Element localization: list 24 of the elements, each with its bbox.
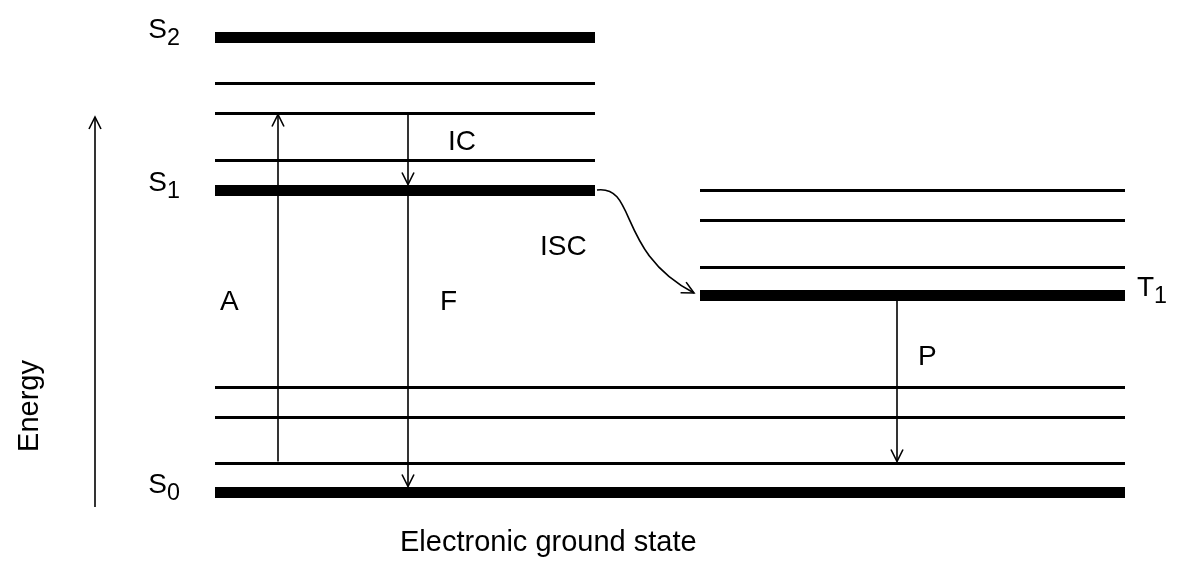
transition-arrow xyxy=(271,113,285,463)
energy-level-bar xyxy=(215,486,1125,498)
energy-level-bar xyxy=(700,289,1125,301)
vibrational-level-line xyxy=(215,461,1125,465)
transition-arrow xyxy=(890,299,904,463)
vibrational-level-line xyxy=(700,218,1125,222)
transition-arrow xyxy=(401,194,415,488)
vibrational-level-line xyxy=(215,111,595,115)
vibrational-level-line xyxy=(215,158,595,162)
axis-label: Energy xyxy=(11,360,44,452)
vibrational-level-line xyxy=(700,265,1125,269)
vibrational-level-line xyxy=(215,385,1125,389)
curved-arrow xyxy=(596,189,695,294)
energy-level-bar xyxy=(215,184,595,196)
vibrational-level-line xyxy=(700,188,1125,192)
vibrational-level-line xyxy=(215,81,595,85)
vibrational-level-line xyxy=(215,415,1125,419)
transition-arrow xyxy=(401,113,415,186)
state-label: S$_{2}$ xyxy=(148,13,180,52)
state-label: T$_{1}$ xyxy=(1137,271,1168,310)
caption-text: Electronic ground state xyxy=(400,525,697,557)
state-label: S$_{1}$ xyxy=(148,166,180,205)
state-label: S$_{0}$ xyxy=(148,468,180,507)
energy-level-bar xyxy=(215,31,595,43)
